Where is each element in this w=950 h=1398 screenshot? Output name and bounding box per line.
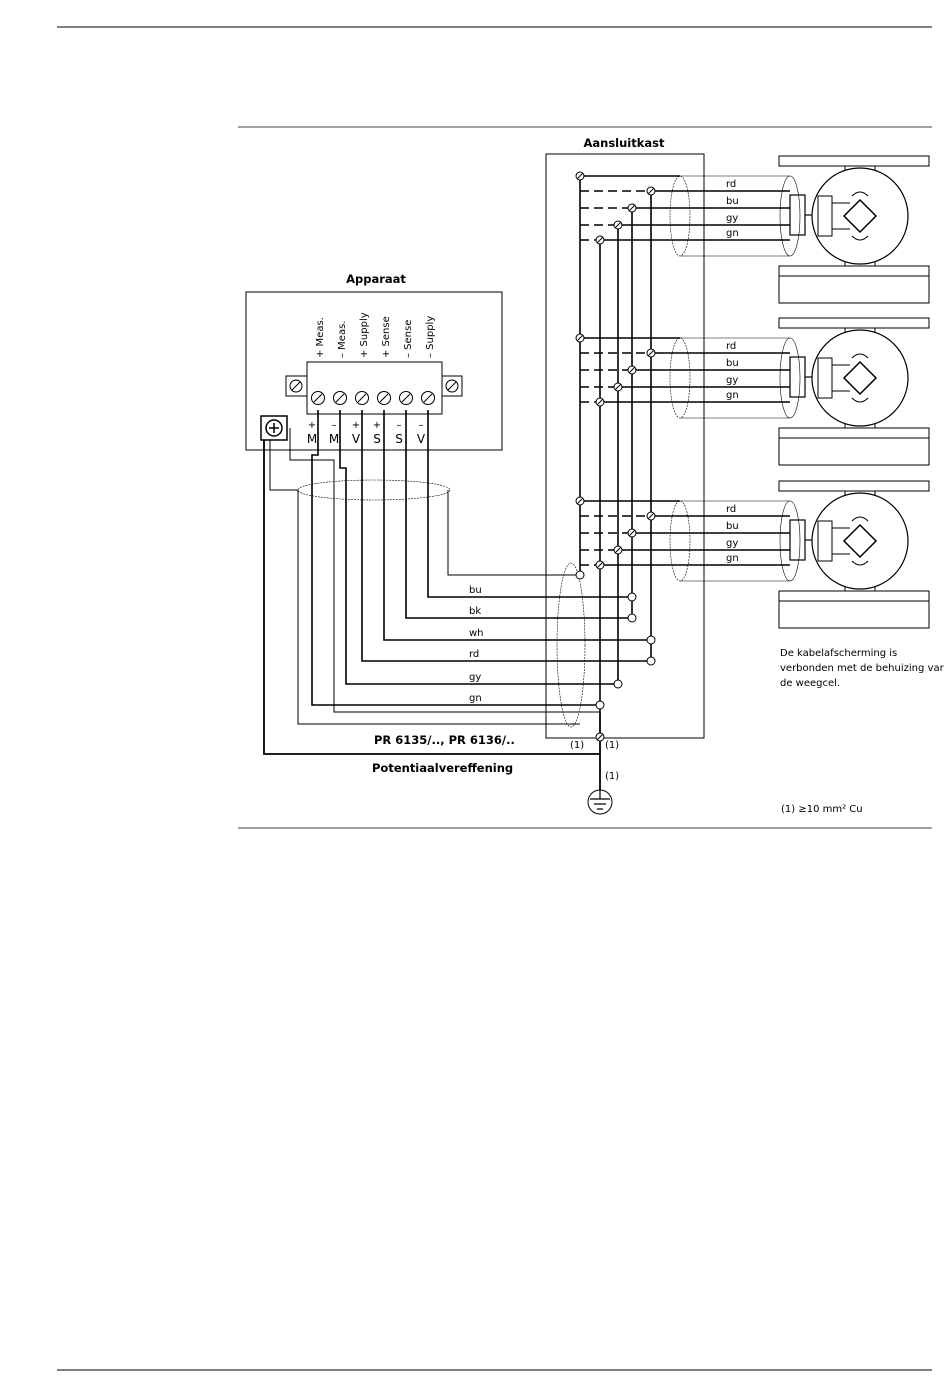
loadcell-wire-label: rd	[726, 179, 736, 190]
loadcell-group: rd bu gy gn	[576, 156, 929, 339]
cable-wire-labels: bu bk wh rd gy gn	[469, 585, 484, 704]
shield-note-line1: De kabelafscherming is	[780, 648, 897, 659]
loadcell-wire-label: gn	[726, 390, 739, 401]
loadcell-wire-label: bu	[726, 521, 739, 532]
wire-label: rd	[469, 649, 479, 660]
junction-box-title: Aansluitkast	[583, 136, 665, 150]
terminal-label-2: – Meas.	[337, 321, 348, 358]
wire-label: bk	[469, 606, 481, 617]
wire-label: bu	[469, 585, 482, 596]
loadcell-wire-label: gn	[726, 228, 739, 239]
terminal-code: S	[395, 432, 403, 446]
cable-sleeve	[670, 338, 690, 418]
loadcell-base	[779, 601, 929, 628]
terminal-sign: +	[352, 420, 360, 431]
loadcell-bottom-plate	[779, 428, 929, 438]
loadcell-wire-label: rd	[726, 504, 736, 515]
loadcell-wire-label: rd	[726, 341, 736, 352]
wire-label: gn	[469, 693, 482, 704]
terminal-code: M	[307, 432, 317, 446]
loadcell-bottom-plate	[779, 266, 929, 276]
terminal-sign: –	[332, 420, 337, 431]
ground-mark-down: (1)	[605, 771, 619, 782]
terminal-strip	[307, 362, 442, 414]
terminal-sign: –	[397, 420, 402, 431]
terminal-sign: +	[308, 420, 316, 431]
terminal-code: V	[417, 432, 426, 446]
cable-sleeve	[670, 501, 690, 581]
terminal-codes: M M V S S V	[307, 432, 426, 446]
loadcell-connector	[790, 520, 805, 560]
loadcell-wire-label: gy	[726, 538, 738, 549]
terminal-label-1: + Meas.	[315, 317, 326, 358]
wire-label: gy	[469, 672, 481, 683]
ground-wire-instrument-2	[270, 440, 298, 490]
loadcell-group: rd bu gy gn	[576, 481, 929, 664]
terminal-label-3: + Supply	[359, 312, 370, 358]
loadcell-base	[779, 276, 929, 303]
junction-box	[546, 154, 704, 738]
loadcell-top-plate	[779, 156, 929, 166]
loadcell-group: rd bu gy gn	[576, 318, 929, 501]
equipotential-label: Potentiaalvereffening	[372, 761, 513, 775]
cable-sleeve	[670, 176, 690, 256]
cable-shield-wire	[290, 428, 600, 724]
loadcell-groups: rd bu gy gn rd bu gy gn rd bu gy gn	[576, 156, 929, 664]
terminal-sign: –	[419, 420, 424, 431]
loadcell-wire-label: bu	[726, 196, 739, 207]
loadcell-wire-label: bu	[726, 358, 739, 369]
terminal-label-6: – Supply	[425, 316, 436, 358]
terminal-sign: +	[373, 420, 381, 431]
cable-type-label: PR 6135/.., PR 6136/..	[374, 733, 515, 747]
instrument-title: Apparaat	[346, 272, 406, 286]
loadcell-wire-label: gy	[726, 375, 738, 386]
loadcell-bottom-plate	[779, 591, 929, 601]
terminal-label-4: + Sense	[381, 316, 392, 358]
shield-note-line3: de weegcel.	[780, 678, 840, 689]
loadcell-top-plate	[779, 318, 929, 328]
wire-label: wh	[469, 628, 484, 639]
loadcell-base	[779, 438, 929, 465]
terminal-code: V	[352, 432, 361, 446]
terminal-label-5: – Sense	[403, 320, 414, 358]
loadcell-wire-label: gn	[726, 553, 739, 564]
loadcell-wire-label: gy	[726, 213, 738, 224]
shield-note-line2: verbonden met de behuizing var	[780, 663, 945, 674]
terminal-labels: + Meas. – Meas. + Supply + Sense – Sense…	[315, 312, 436, 358]
terminal-code: S	[373, 432, 381, 446]
ground-mark-left: (1)	[570, 740, 584, 751]
loadcell-top-plate	[779, 481, 929, 491]
footnote: (1) ≥10 mm² Cu	[781, 804, 863, 815]
ground-mark-right: (1)	[605, 740, 619, 751]
terminal-code: M	[329, 432, 339, 446]
cable-shield-bottom	[557, 563, 585, 727]
loadcell-connector	[790, 195, 805, 235]
loadcell-connector	[790, 357, 805, 397]
junction-bus-bars	[580, 176, 651, 712]
